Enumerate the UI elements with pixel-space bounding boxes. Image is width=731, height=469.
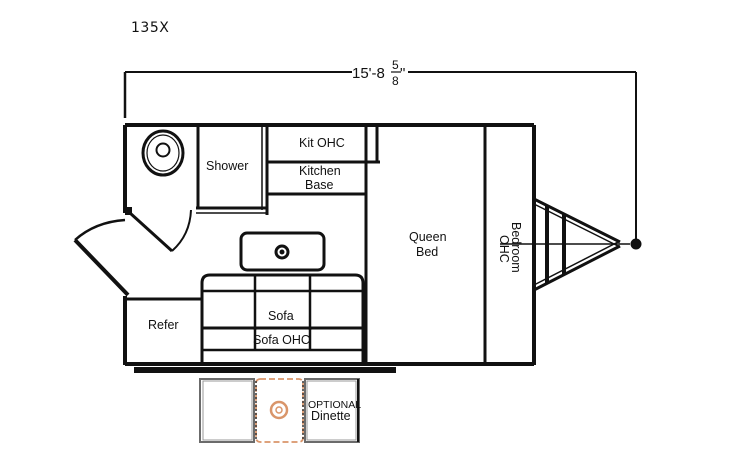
trailer-tongue [500,197,642,292]
shower-label: Shower [206,159,248,173]
table [239,231,326,272]
queen-bed-label-line1: Queen [409,230,447,244]
bedroom-ohc-label-line2: OHC [497,235,511,263]
sofa-label: Sofa [268,309,294,323]
kitchen [268,127,380,364]
dinette-label: Dinette [311,409,351,423]
entry-door[interactable] [73,218,130,297]
queen-bed-label-line2: Bed [416,245,438,259]
optional-label: OPTIONAL [308,399,361,411]
kitchen-base-label-line1: Kitchen [299,164,341,178]
dimension-fraction-denominator: 8 [392,74,399,88]
model-name: 135X [131,20,170,36]
exterior-walls [123,123,536,366]
dimension-fraction-numerator: 5 [392,58,399,72]
kit-ohc-label: Kit OHC [299,136,345,150]
bedroom-ohc-label-line1: Bedroom [509,222,523,273]
bathroom [125,127,269,253]
optional-dinette [199,378,360,443]
sofa-ohc-label: Sofa OHC [253,333,310,347]
awning-rail [134,367,396,373]
dimension-inch-mark: " [400,65,405,82]
kitchen-base-label-line2: Base [305,178,334,192]
sofa [200,273,365,364]
refer-label: Refer [148,318,179,332]
length-dimension: 15'-8 [352,65,385,82]
overall-dimension-line [123,71,637,244]
